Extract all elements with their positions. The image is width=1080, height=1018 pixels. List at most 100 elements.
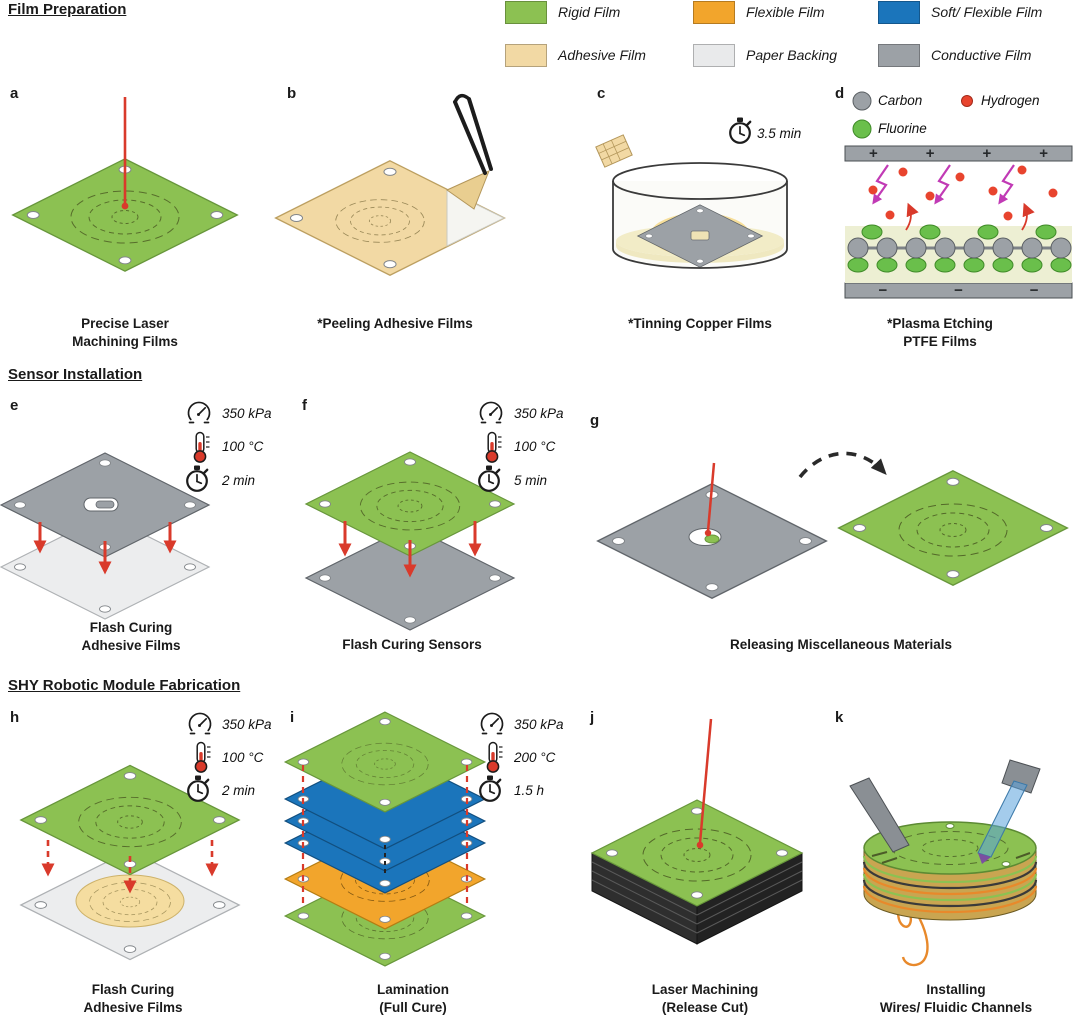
panel-k-letter: k: [835, 709, 844, 726]
fluorine-label: Fluorine: [878, 121, 927, 136]
caption-line: Flash Curing Sensors: [342, 637, 482, 652]
panel-c-art: [595, 116, 788, 269]
legend-label: Conductive Film: [931, 47, 1032, 63]
laser-beam: [706, 462, 716, 532]
stopwatch-icon: [185, 464, 209, 492]
panel-g-art: [596, 451, 1069, 599]
tin-bath: [616, 241, 784, 263]
panel-g-letter: g: [590, 412, 600, 429]
plasma-bolts: [872, 164, 1015, 205]
panel-j-caption: Laser Machining (Release Cut): [652, 981, 759, 1016]
rim-notches: [871, 851, 1031, 864]
legend-label: Soft/ Flexible Film: [931, 4, 1043, 20]
minus-sign: −: [954, 281, 963, 299]
caption-line: Installing: [926, 982, 986, 997]
panel-h-temperature: 100 °C: [222, 750, 264, 765]
panel-i-art: [284, 711, 504, 967]
pressure-gauge-icon: [187, 401, 211, 424]
bottom-electrode-signs: − − −: [845, 281, 1072, 299]
panel-d-caption: *Plasma Etching PTFE Films: [887, 315, 993, 350]
plus-sign: +: [982, 144, 992, 162]
caption-line: *Plasma Etching: [887, 316, 993, 331]
legend-swatch: [693, 43, 735, 67]
legend-item-soft-flexible-film: Soft/ Flexible Film: [878, 0, 1042, 24]
panel-h-pressure: 350 kPa: [222, 717, 272, 732]
layer-stripes: [862, 855, 1038, 914]
plus-sign: +: [1039, 144, 1048, 162]
panel-e-caption: Flash Curing Adhesive Films: [81, 619, 180, 654]
hydrogen-atoms: [868, 165, 1058, 221]
panel-i-caption: Lamination (Full Cure): [377, 981, 449, 1016]
panel-b-art: [274, 93, 506, 276]
panel-h-caption: Flash Curing Adhesive Films: [83, 981, 182, 1016]
panel-f-art: [305, 401, 515, 631]
panel-i-letter: i: [290, 709, 295, 726]
panel-f-time: 5 min: [514, 473, 548, 488]
carbon-dot: [852, 91, 872, 111]
caption-line: Adhesive Films: [81, 637, 181, 653]
pressure-gauge-icon: [479, 401, 503, 424]
section-title-shy-fabrication: SHY Robotic Module Fabrication: [8, 677, 241, 694]
hydrogen-dot: [961, 95, 973, 107]
pressure-gauge-icon: [188, 712, 212, 735]
caption-line: Machining Films: [72, 333, 178, 349]
minus-sign: −: [1029, 281, 1039, 299]
alignment-holes: [606, 807, 788, 899]
panel-c-time: 3.5 min: [757, 126, 802, 141]
top-electrode: [844, 145, 1073, 162]
caption-line: Lamination: [376, 982, 450, 997]
press-arrows: [338, 521, 482, 578]
panel-h-art: [20, 712, 240, 961]
fluorine-dot: [852, 119, 872, 139]
panel-e-pressure: 350 kPa: [222, 406, 272, 421]
panel-e-time: 2 min: [222, 473, 256, 488]
carbon-atoms: [847, 237, 1072, 259]
legend-swatch: [505, 43, 547, 67]
panel-h-letter: h: [10, 709, 20, 726]
thermometer-icon: [193, 431, 211, 463]
legend-swatch: [878, 0, 920, 24]
fluorine-atoms: [847, 224, 1072, 273]
legend-item-rigid-film: Rigid Film: [505, 0, 620, 24]
panel-i-pressure: 350 kPa: [514, 717, 564, 732]
caption-line: Laser Machining: [651, 982, 759, 997]
carbon-label: Carbon: [878, 93, 923, 108]
desorption-arrows: [905, 202, 1035, 231]
caption-line: (Full Cure): [379, 999, 447, 1015]
laser-spot: [121, 202, 129, 210]
section-title-sensor-installation: Sensor Installation: [8, 366, 143, 383]
caption-line: PTFE Films: [903, 333, 977, 349]
panel-j-letter: j: [590, 709, 595, 726]
panel-f-temperature: 100 °C: [514, 439, 556, 454]
film-type-legend: Rigid Film Flexible Film Soft/ Flexible …: [505, 0, 1080, 70]
alignment-lines: [301, 765, 469, 908]
thermometer-icon: [194, 741, 212, 773]
top-electrode-signs: + + + +: [845, 144, 1072, 162]
caption-line: Adhesive Films: [83, 999, 183, 1015]
panel-j-art: [590, 718, 804, 945]
caption-line: Flash Curing: [89, 620, 173, 635]
legend-swatch: [505, 0, 547, 24]
plus-sign: +: [925, 144, 935, 162]
panel-c-letter: c: [597, 85, 606, 102]
legend-label: Rigid Film: [558, 4, 621, 20]
panel-e-temperature: 100 °C: [222, 439, 264, 454]
stopwatch-icon: [729, 116, 752, 145]
panel-b-letter: b: [287, 85, 297, 102]
needle-tip: [978, 853, 991, 864]
plus-sign: +: [868, 144, 878, 162]
released-rigid-film: [837, 470, 1069, 586]
section-title-film-preparation: Film Preparation: [8, 1, 127, 18]
caption-line: Wires/ Fluidic Channels: [879, 999, 1033, 1015]
panel-a-caption: Precise Laser Machining Films: [72, 315, 178, 350]
caption-line: *Peeling Adhesive Films: [317, 316, 473, 331]
stopwatch-icon: [478, 464, 501, 492]
panel-a-art: [12, 97, 238, 272]
caption-line: Precise Laser: [81, 316, 169, 331]
caption-line: (Release Cut): [661, 999, 749, 1015]
panel-i-temperature: 200 °C: [514, 750, 556, 765]
legend-swatch: [693, 0, 735, 24]
legend-label: Flexible Film: [746, 4, 825, 20]
